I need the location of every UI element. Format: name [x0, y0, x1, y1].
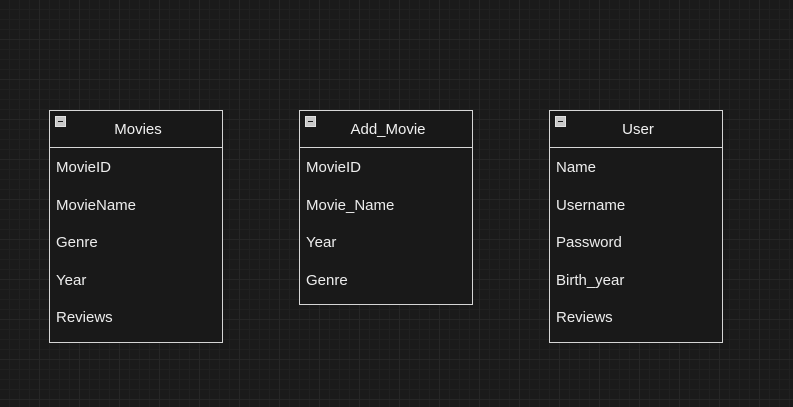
entity-field[interactable]: Genre — [56, 234, 98, 251]
entity-fields: MovieID MovieName Genre Year Reviews — [50, 148, 222, 342]
entity-field[interactable]: Name — [556, 159, 597, 176]
entity-fields: Name Username Password Birth_year Review… — [550, 148, 722, 342]
entity-field[interactable]: Birth_year — [556, 271, 625, 289]
entity-field[interactable]: Genre — [306, 271, 348, 289]
entity-fields: MovieID Movie_Name Year Genre — [300, 148, 472, 304]
entity-header[interactable]: User — [550, 111, 722, 148]
collapse-icon[interactable] — [305, 116, 316, 127]
entity-header[interactable]: Movies — [50, 111, 222, 148]
entity-field[interactable]: Year — [306, 234, 337, 251]
entity-user[interactable]: User Name Username Password Birth_year R… — [549, 110, 723, 343]
collapse-icon[interactable] — [555, 116, 566, 127]
entity-field[interactable]: Movie_Name — [306, 196, 395, 214]
entity-title: Add_Movie — [350, 120, 426, 138]
collapse-icon[interactable] — [55, 116, 66, 127]
entity-field[interactable]: MovieID — [306, 159, 362, 176]
entity-title: Movies — [114, 120, 162, 138]
entity-field[interactable]: Password — [556, 234, 622, 251]
entity-title: User — [622, 120, 654, 138]
entity-field[interactable]: Reviews — [56, 309, 113, 326]
entity-movies[interactable]: Movies MovieID MovieName Genre Year Revi… — [49, 110, 223, 343]
entity-field[interactable]: Year — [56, 271, 87, 289]
entity-add-movie[interactable]: Add_Movie MovieID Movie_Name Year Genre — [299, 110, 473, 305]
entity-field[interactable]: MovieName — [56, 196, 137, 214]
entity-field[interactable]: MovieID — [56, 159, 112, 176]
entity-field[interactable]: Username — [556, 196, 626, 214]
entity-header[interactable]: Add_Movie — [300, 111, 472, 148]
entity-field[interactable]: Reviews — [556, 309, 613, 326]
